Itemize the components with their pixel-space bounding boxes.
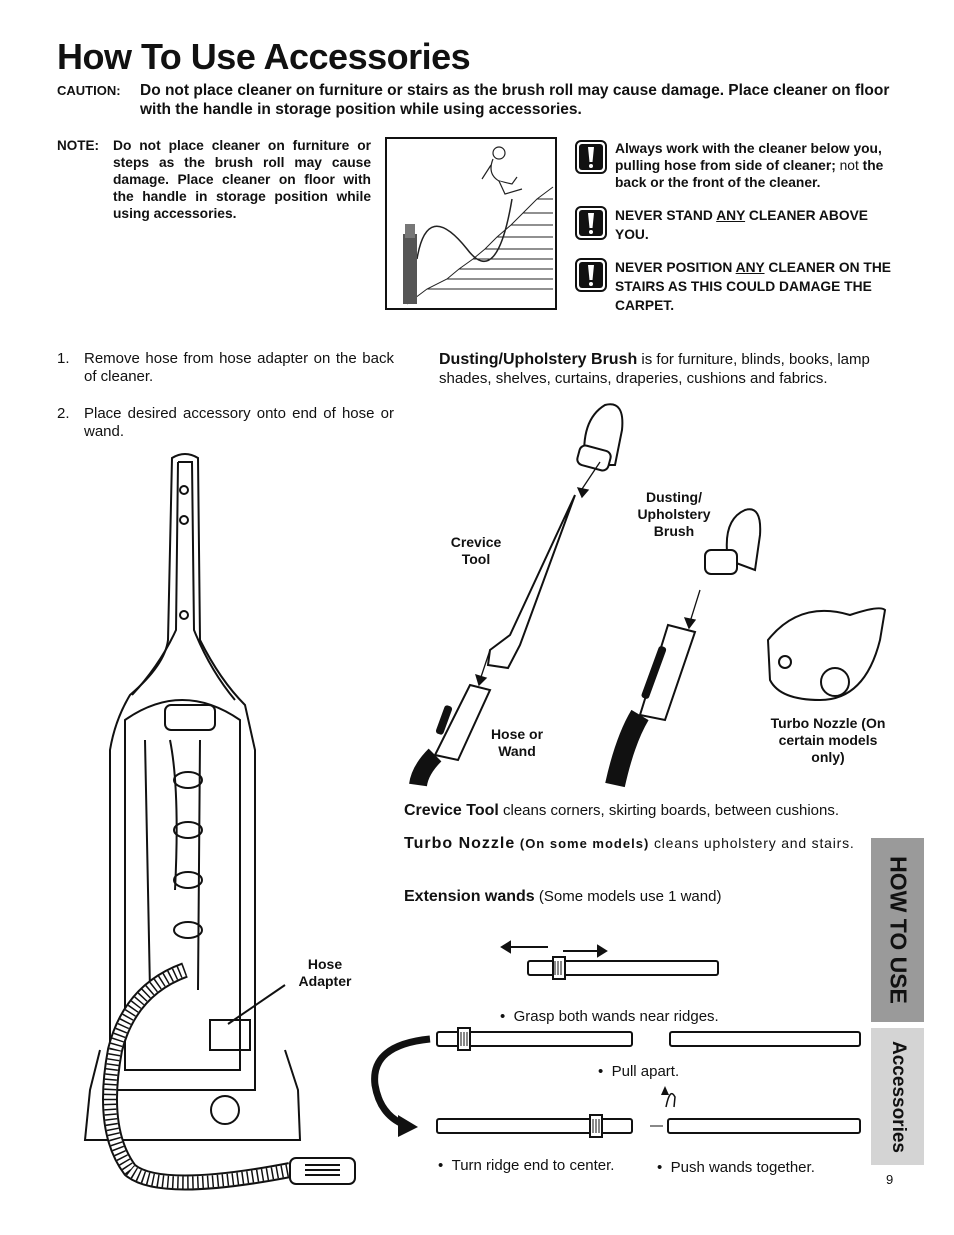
warning-block-3: NEVER POSITION ANY CLEANER ON THE STAIRS…	[575, 258, 905, 316]
exclamation-warning-icon	[575, 206, 607, 240]
hose-or-wand-label: Hose or Wand	[490, 726, 544, 759]
note-label: NOTE:	[57, 138, 99, 153]
page-title: How To Use Accessories	[57, 36, 471, 77]
warning-text-2: NEVER STAND ANY CLEANER ABOVE YOU.	[615, 208, 868, 242]
accessories-illustration	[409, 403, 887, 788]
page-number: 9	[886, 1172, 894, 1187]
crevice-tool-description: Crevice Tool cleans corners, skirting bo…	[404, 802, 840, 819]
bullet-turn: • Turn ridge end to center.	[438, 1157, 615, 1174]
steps-list: 1.Remove hose from hose adapter on the b…	[57, 350, 394, 460]
section-tab-accessories: Accessories	[871, 1028, 924, 1165]
caution-text: Do not place cleaner on furniture or sta…	[140, 82, 890, 118]
exclamation-warning-icon	[575, 258, 607, 292]
turbo-nozzle-label: Turbo Nozzle (On certain models only)	[770, 715, 886, 765]
list-item: 1.Remove hose from hose adapter on the b…	[57, 350, 394, 385]
section-tab-how-to-use: HOW TO USE	[871, 838, 924, 1022]
exclamation-warning-icon	[575, 140, 607, 174]
stairs-illustration	[385, 137, 557, 310]
bullet-grasp: • Grasp both wands near ridges.	[500, 1008, 719, 1025]
bullet-push: • Push wands together.	[657, 1159, 815, 1176]
caution-label: CAUTION:	[57, 83, 121, 98]
warning-text-3: NEVER POSITION ANY CLEANER ON THE STAIRS…	[615, 260, 891, 313]
list-item: 2.Place desired accessory onto end of ho…	[57, 405, 394, 440]
note-text: Do not place cleaner on furniture or ste…	[113, 138, 371, 221]
vacuum-cleaner-illustration	[83, 453, 356, 1191]
turbo-nozzle-description: Turbo Nozzle (On some models) cleans uph…	[404, 835, 855, 852]
warning-block-1: Always work with the cleaner below you, …	[575, 140, 905, 194]
bullet-pull: • Pull apart.	[598, 1063, 680, 1080]
dusting-brush-label: Dusting/ Upholstery Brush	[637, 489, 711, 539]
warning-text-1: Always work with the cleaner below you, …	[615, 141, 884, 190]
crevice-tool-label: Crevice Tool	[450, 534, 502, 567]
extension-wands-description: Extension wands (Some models use 1 wand)	[404, 888, 722, 905]
hose-adapter-label: Hose Adapter	[298, 956, 352, 989]
dusting-brush-description: Dusting/Upholstery Brush is for furnitur…	[439, 351, 870, 387]
warning-block-2: NEVER STAND ANY CLEANER ABOVE YOU.	[575, 206, 905, 246]
extension-wands-diagram	[371, 940, 861, 1138]
